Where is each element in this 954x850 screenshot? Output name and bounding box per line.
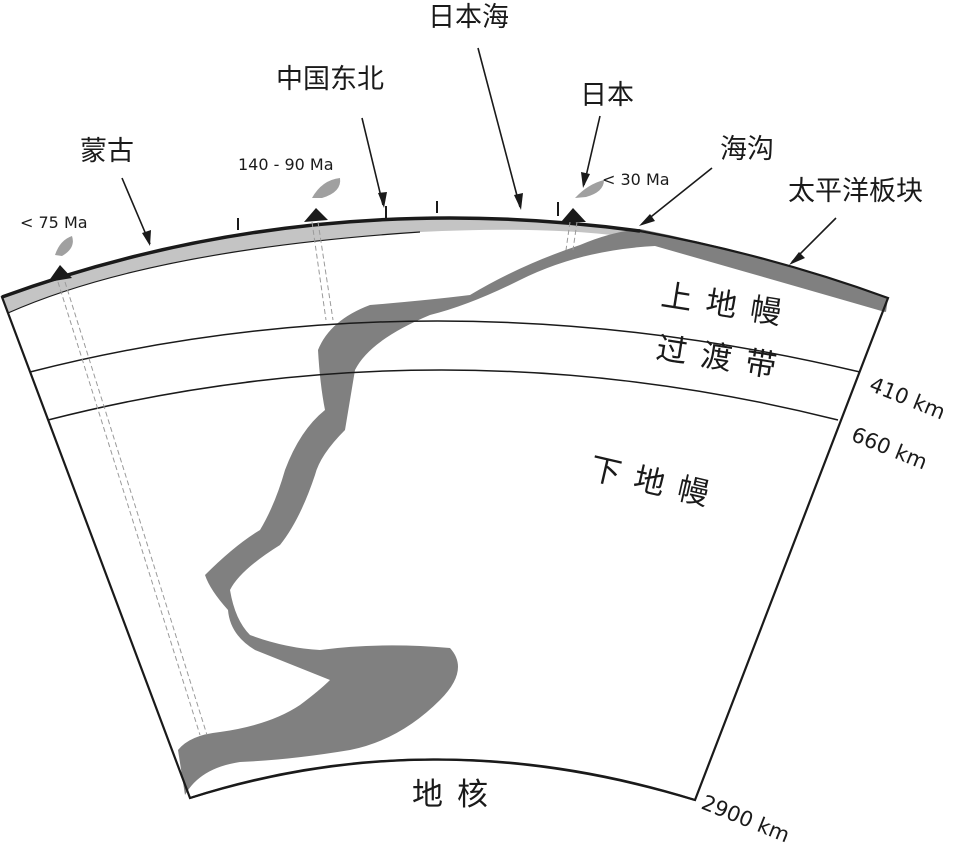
boundary-410 bbox=[29, 320, 861, 373]
label-core: 地核 bbox=[412, 777, 502, 813]
volcano-ne-china-icon bbox=[304, 208, 328, 222]
magma-conduit-ne-china bbox=[311, 221, 334, 321]
volcano-japan-icon bbox=[561, 208, 586, 222]
age-japan: < 30 Ma bbox=[602, 170, 670, 189]
label-japan: 日本 bbox=[580, 80, 634, 111]
arrow-trench-icon bbox=[639, 167, 713, 226]
age-ne-china: 140 - 90 Ma bbox=[238, 155, 334, 174]
surface-line bbox=[1, 216, 641, 299]
depth-410: 410 km bbox=[866, 372, 949, 424]
label-ne-china: 中国东北 bbox=[276, 64, 384, 95]
plume-ne-china-icon bbox=[312, 178, 341, 198]
surface-ticks bbox=[237, 201, 559, 230]
arrow-ne-china-icon bbox=[361, 117, 387, 208]
label-trench: 海沟 bbox=[720, 134, 774, 165]
age-mongolia: < 75 Ma bbox=[20, 213, 88, 232]
label-transition-zone: 过渡带 bbox=[654, 330, 793, 387]
magma-conduit-japan bbox=[565, 221, 578, 251]
lithosphere-band bbox=[2, 218, 640, 313]
core-mantle-boundary bbox=[189, 758, 696, 802]
subducting-slab bbox=[178, 229, 888, 795]
depth-2900: 2900 km bbox=[698, 790, 793, 847]
arrow-japan-icon bbox=[581, 115, 601, 188]
boundary-660 bbox=[47, 369, 839, 421]
arrow-pacific-plate-icon bbox=[789, 217, 837, 265]
plume-mongolia-icon bbox=[55, 236, 73, 256]
label-sea-of-japan: 日本海 bbox=[428, 2, 509, 33]
arrow-mongolia-icon bbox=[121, 177, 151, 246]
label-upper-mantle: 上地幔 bbox=[659, 277, 798, 334]
depth-660: 660 km bbox=[848, 422, 931, 474]
arrow-sea-of-japan-icon bbox=[477, 47, 523, 210]
volcano-mongolia-icon bbox=[48, 265, 72, 282]
label-lower-mantle: 下地幔 bbox=[586, 451, 726, 516]
label-pacific-plate: 太平洋板块 bbox=[788, 176, 923, 207]
label-mongolia: 蒙古 bbox=[80, 136, 134, 167]
magma-conduit-mongolia bbox=[57, 281, 208, 736]
pacific-plate-slab bbox=[640, 229, 888, 312]
plume-japan-icon bbox=[575, 180, 604, 198]
lithosphere-base-line bbox=[7, 231, 421, 314]
